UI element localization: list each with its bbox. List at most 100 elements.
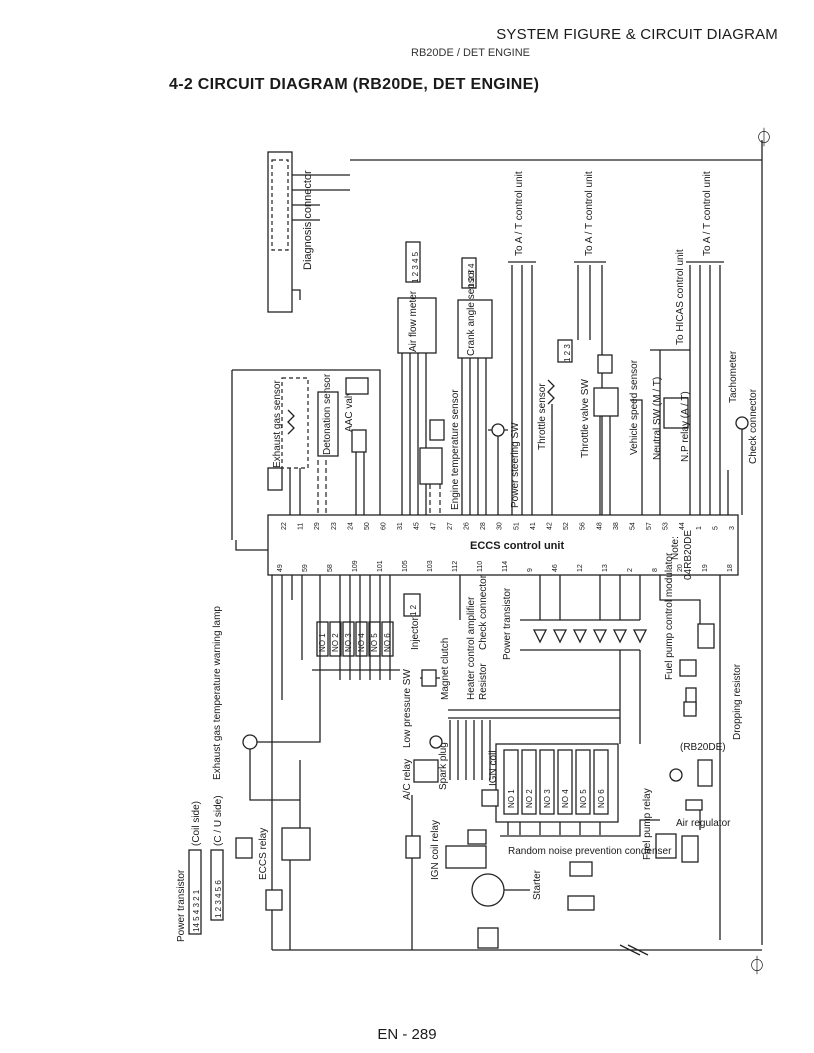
ign-coil-relay-label: IGN coil relay bbox=[430, 820, 441, 880]
eccs-relay-label: ECCS relay bbox=[258, 828, 269, 880]
fuel-pump-modulator-group: Fuel pump control modulator Dropping res… bbox=[664, 552, 743, 940]
injector-box bbox=[316, 621, 329, 657]
header-subtitle: RB20DE / DET ENGINE bbox=[411, 47, 530, 59]
ecu-top-pin: 31 bbox=[397, 522, 404, 530]
air-flow-meter-label: Air flow meter bbox=[408, 290, 419, 352]
power-transistor-array: Heater control amplifier Check connector… bbox=[420, 574, 648, 700]
injector-number: NO 3 bbox=[344, 633, 353, 652]
engine-temp-group: Engine temperature sensor Power steering… bbox=[419, 389, 521, 515]
to-at-control-1: To A / T control unit bbox=[514, 171, 525, 256]
ecu-bottom-pin: 101 bbox=[377, 560, 384, 572]
eccs-label: ECCS control unit bbox=[470, 540, 564, 552]
pt-coil-pins: 14 5 4 3 2 1 bbox=[192, 889, 201, 932]
throttle-group: 1 2 3 Throttle sensor Throttle valve SW … bbox=[537, 339, 643, 515]
ecu-bottom-pin: 103 bbox=[427, 560, 434, 572]
ecu-top-pin: 3 bbox=[729, 526, 736, 530]
check-connector-top-label: Check connector bbox=[748, 388, 759, 464]
ign-relay-starter-group: IGN coil relay Random noise prevention c… bbox=[405, 795, 672, 950]
frame-wires bbox=[271, 140, 763, 956]
transistor-symbol bbox=[572, 629, 588, 644]
ecu-top-pin: 54 bbox=[629, 522, 636, 530]
eccs-note-label: Note: bbox=[670, 536, 681, 560]
tachometer-label: Tachometer bbox=[728, 350, 739, 403]
fuel-pump-control-modulator-label: Fuel pump control modulator bbox=[664, 552, 675, 680]
ecu-top-pin: 30 bbox=[497, 522, 504, 530]
ac-relay-group: A/C relay Low pressure SW bbox=[402, 669, 443, 800]
ecu-top-pin: 47 bbox=[430, 522, 437, 530]
ign-coil-number: NO 1 bbox=[507, 789, 516, 808]
spark-plug-label: Spark plug bbox=[438, 742, 449, 790]
transistor-symbol bbox=[592, 629, 608, 644]
diagnosis-connector-label: Diagnosis connector bbox=[302, 170, 314, 270]
section-title: 4-2 CIRCUIT DIAGRAM (RB20DE, DET ENGINE) bbox=[169, 76, 540, 93]
throttle-valve-sw-label: Throttle valve SW bbox=[580, 379, 591, 458]
ecu-top-pin: 45 bbox=[414, 522, 421, 530]
air-flow-meter-group: 1 2 3 4 5 Air flow meter bbox=[397, 241, 437, 515]
to-hicas-control: To HICAS control unit bbox=[675, 249, 686, 345]
ecu-top-pin: 24 bbox=[347, 522, 354, 530]
ecu-top-pin: 22 bbox=[281, 522, 288, 530]
throttle-sensor-label: Throttle sensor bbox=[537, 383, 548, 450]
ground-marker-bottom: ⏀ bbox=[748, 955, 766, 976]
ecu-bottom-pin: 110 bbox=[477, 561, 484, 572]
ecu-top-pin: 52 bbox=[563, 522, 570, 530]
ecu-bottom-pin: 18 bbox=[727, 564, 734, 572]
ecu-bottom-pin: 2 bbox=[627, 568, 634, 572]
ign-coil-number: NO 4 bbox=[561, 789, 570, 808]
ecu-top-pin: 51 bbox=[513, 522, 520, 530]
engine-temp-sensor-label: Engine temperature sensor bbox=[450, 389, 461, 510]
afm-pins: 1 2 3 4 5 bbox=[411, 251, 420, 283]
ecu-bottom-pin: 20 bbox=[677, 564, 684, 572]
ecu-top-pin: 41 bbox=[530, 522, 537, 530]
ecu-bottom-pin: 59 bbox=[302, 564, 309, 572]
ign-coil-unit bbox=[539, 749, 555, 815]
header-title: SYSTEM FIGURE & CIRCUIT DIAGRAM bbox=[496, 26, 778, 43]
ign-coil-number: NO 2 bbox=[525, 789, 534, 808]
ac-relay-label: A/C relay bbox=[402, 759, 413, 800]
vehicle-speed-sensor-label: Vehicle speed sensor bbox=[629, 359, 640, 455]
dropping-resistor-label: Dropping resistor bbox=[732, 663, 743, 740]
ecu-top-pin: 38 bbox=[613, 522, 620, 530]
ecu-top-pin: 1 bbox=[696, 526, 703, 530]
ecu-top-pin: 29 bbox=[314, 522, 321, 530]
injector-box bbox=[342, 621, 355, 657]
warning-lamp-group: Exhaust gas temperature warning lamp bbox=[212, 575, 321, 801]
injector-pins: 1 2 bbox=[409, 604, 418, 616]
injector-number: NO 5 bbox=[370, 633, 379, 652]
ign-coil-unit bbox=[557, 749, 573, 815]
ecu-bottom-pin: 9 bbox=[527, 568, 534, 572]
power-transistor-mid-label: Power transistor bbox=[502, 587, 513, 660]
transistor-symbol bbox=[612, 629, 628, 644]
ecu-bottom-pin: 58 bbox=[327, 564, 334, 572]
np-relay-label: N.P relay (A / T) bbox=[680, 391, 691, 462]
ecu-top-pin: 28 bbox=[480, 522, 487, 530]
throttle-sensor-pins: 1 2 3 bbox=[563, 344, 572, 362]
power-transistor-legend-label: Power transistor bbox=[176, 869, 187, 942]
ign-coil-number: NO 6 bbox=[597, 789, 606, 808]
injector-box bbox=[355, 621, 368, 657]
ecu-bottom-pin: 114 bbox=[502, 561, 509, 572]
eccs-note-text: 04RB20DE bbox=[683, 530, 694, 580]
ecu-bottom-pin: 109 bbox=[352, 560, 359, 572]
ign-coil-number: NO 5 bbox=[579, 789, 588, 808]
neutral-group: Neutral SW (M / T) N.P relay (A / T) Tac… bbox=[652, 350, 759, 515]
ecu-top-pin: 56 bbox=[580, 522, 587, 530]
exhaust-gas-sensor-label: Exhaust gas sensor bbox=[272, 380, 283, 468]
resistor-label: Resistor bbox=[478, 663, 489, 700]
ecu-bottom-pin: 13 bbox=[602, 564, 609, 572]
ecu-bottom-pin: 8 bbox=[652, 568, 659, 572]
ign-coil-unit bbox=[593, 749, 609, 815]
low-pressure-sw-label: Low pressure SW bbox=[402, 669, 413, 748]
ecu-top-pin: 48 bbox=[596, 522, 603, 530]
fuel-pump-relay-group: Fuel pump relay bbox=[642, 788, 699, 863]
ign-coil-label: IGN coil bbox=[488, 750, 499, 786]
random-noise-condenser-label: Random noise prevention condenser bbox=[508, 846, 672, 857]
ecu-bottom-pin: 19 bbox=[702, 564, 709, 572]
cas-pins: 1 2 3 4 bbox=[467, 263, 476, 288]
ecu-top-pin: 53 bbox=[663, 522, 670, 530]
pt-cu-pins: 1 2 3 4 5 6 bbox=[214, 880, 223, 918]
ign-coil-unit bbox=[575, 749, 591, 815]
to-at-control-3: To A / T control unit bbox=[702, 171, 713, 256]
